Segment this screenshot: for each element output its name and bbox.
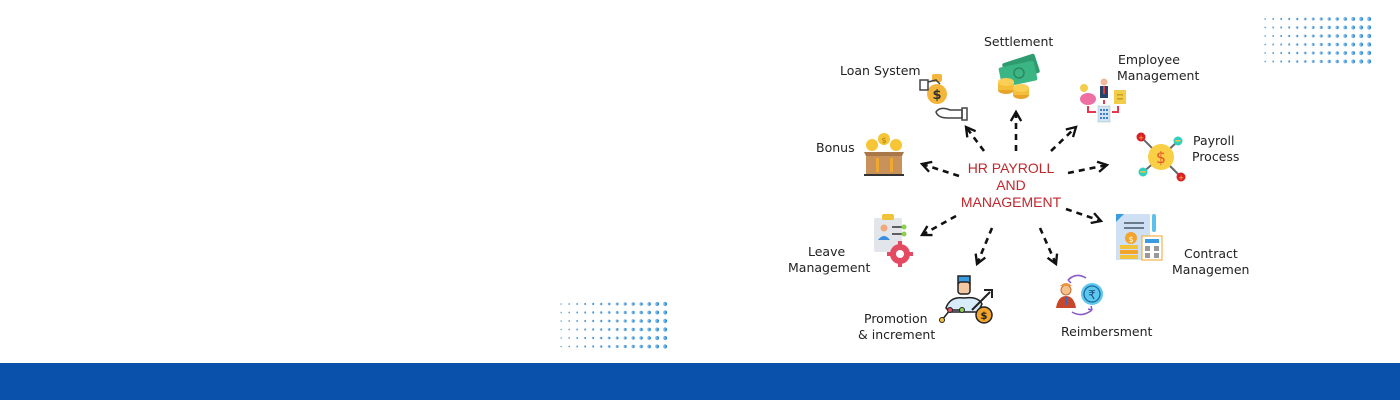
leave-clipboard-gear-icon xyxy=(874,214,913,267)
arrow-to-bonus xyxy=(919,160,960,178)
center-title-line-1: HR PAYROLL xyxy=(967,160,1055,176)
svg-text:$: $ xyxy=(881,136,886,145)
payroll-process-label-line-1: Payroll xyxy=(1193,133,1235,148)
center-title-line-3: MANAGEMENT xyxy=(960,194,1062,210)
rupee-exchange-icon: ₹ xyxy=(1056,274,1103,316)
diagram-center-title: HR PAYROLL AND MANAGEMENT xyxy=(955,160,1067,211)
promotion-label-line-1: Promotion xyxy=(864,311,928,326)
footer-color-band xyxy=(0,363,1400,400)
arrow-to-contract-management xyxy=(1065,207,1104,225)
decorative-dot-pattern-bottom-left xyxy=(560,301,668,349)
settlement-label: Settlement xyxy=(984,34,1054,49)
svg-text:₹: ₹ xyxy=(1088,288,1096,302)
bonus-box-icon: $ xyxy=(864,133,904,176)
svg-text:$: $ xyxy=(1156,148,1166,167)
contract-management-label-line-1: Contract xyxy=(1184,246,1238,261)
contract-management-label-line-2: Managemen xyxy=(1172,262,1250,277)
arrow-to-promotion xyxy=(974,227,994,267)
arrow-to-reimbersment xyxy=(1038,227,1059,267)
svg-text:+: + xyxy=(1178,174,1184,182)
arrow-to-payroll-process xyxy=(1067,160,1110,175)
svg-text:$: $ xyxy=(1128,235,1133,244)
svg-text:+: + xyxy=(1138,134,1144,142)
decorative-dot-pattern-top-right xyxy=(1264,16,1372,64)
arrow-to-loan-system xyxy=(964,125,986,152)
leave-management-label-line-2: Management xyxy=(788,260,871,275)
employee-management-label-line-2: Management xyxy=(1117,68,1200,83)
bonus-label: Bonus xyxy=(816,140,855,155)
payroll-dollar-icon: + + $ xyxy=(1136,132,1186,182)
svg-text:$: $ xyxy=(932,88,941,103)
money-coins-icon xyxy=(998,53,1040,99)
payroll-process-label-line-2: Process xyxy=(1192,149,1240,164)
center-title-line-2: AND xyxy=(996,177,1026,193)
loan-system-label: Loan System xyxy=(840,63,921,78)
leave-management-label-line-1: Leave xyxy=(808,244,846,259)
employee-management-label-line-1: Employee xyxy=(1118,52,1180,67)
svg-text:$: $ xyxy=(981,311,988,322)
promotion-label-line-2: & increment xyxy=(858,327,936,342)
promotion-growth-icon: $ xyxy=(939,275,993,324)
contract-calculator-icon: $ xyxy=(1116,214,1163,261)
employee-org-icon xyxy=(1080,78,1126,123)
arrow-to-leave-management xyxy=(919,214,957,237)
arrow-to-employee-management xyxy=(1050,125,1078,152)
loan-hand-icon: $ xyxy=(919,74,968,121)
reimbersment-label: Reimbersment xyxy=(1061,324,1153,339)
